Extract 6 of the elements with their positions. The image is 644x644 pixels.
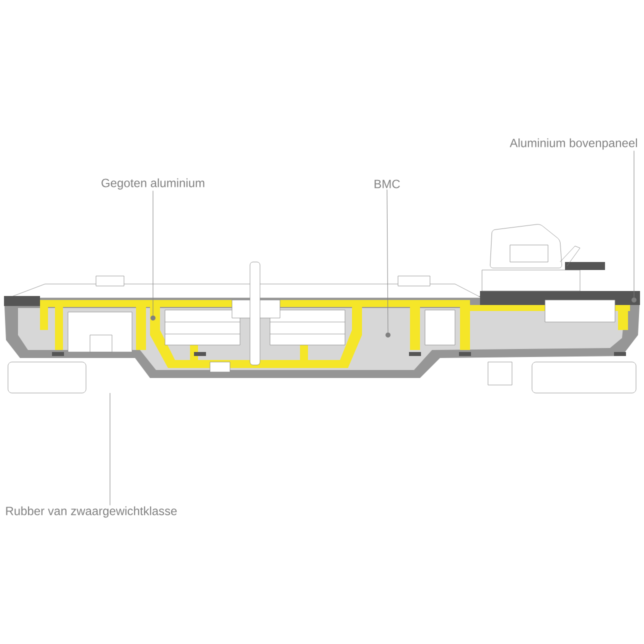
- label-text: Aluminium bovenpaneel: [510, 138, 637, 150]
- label-text: BMC: [374, 180, 400, 188]
- label-text: Gegoten aluminium: [102, 178, 204, 190]
- label-text: Rubber van zwaargewichtklasse: [6, 506, 177, 518]
- leader-line: [152, 190, 154, 316]
- leader-line: [386, 189, 388, 333]
